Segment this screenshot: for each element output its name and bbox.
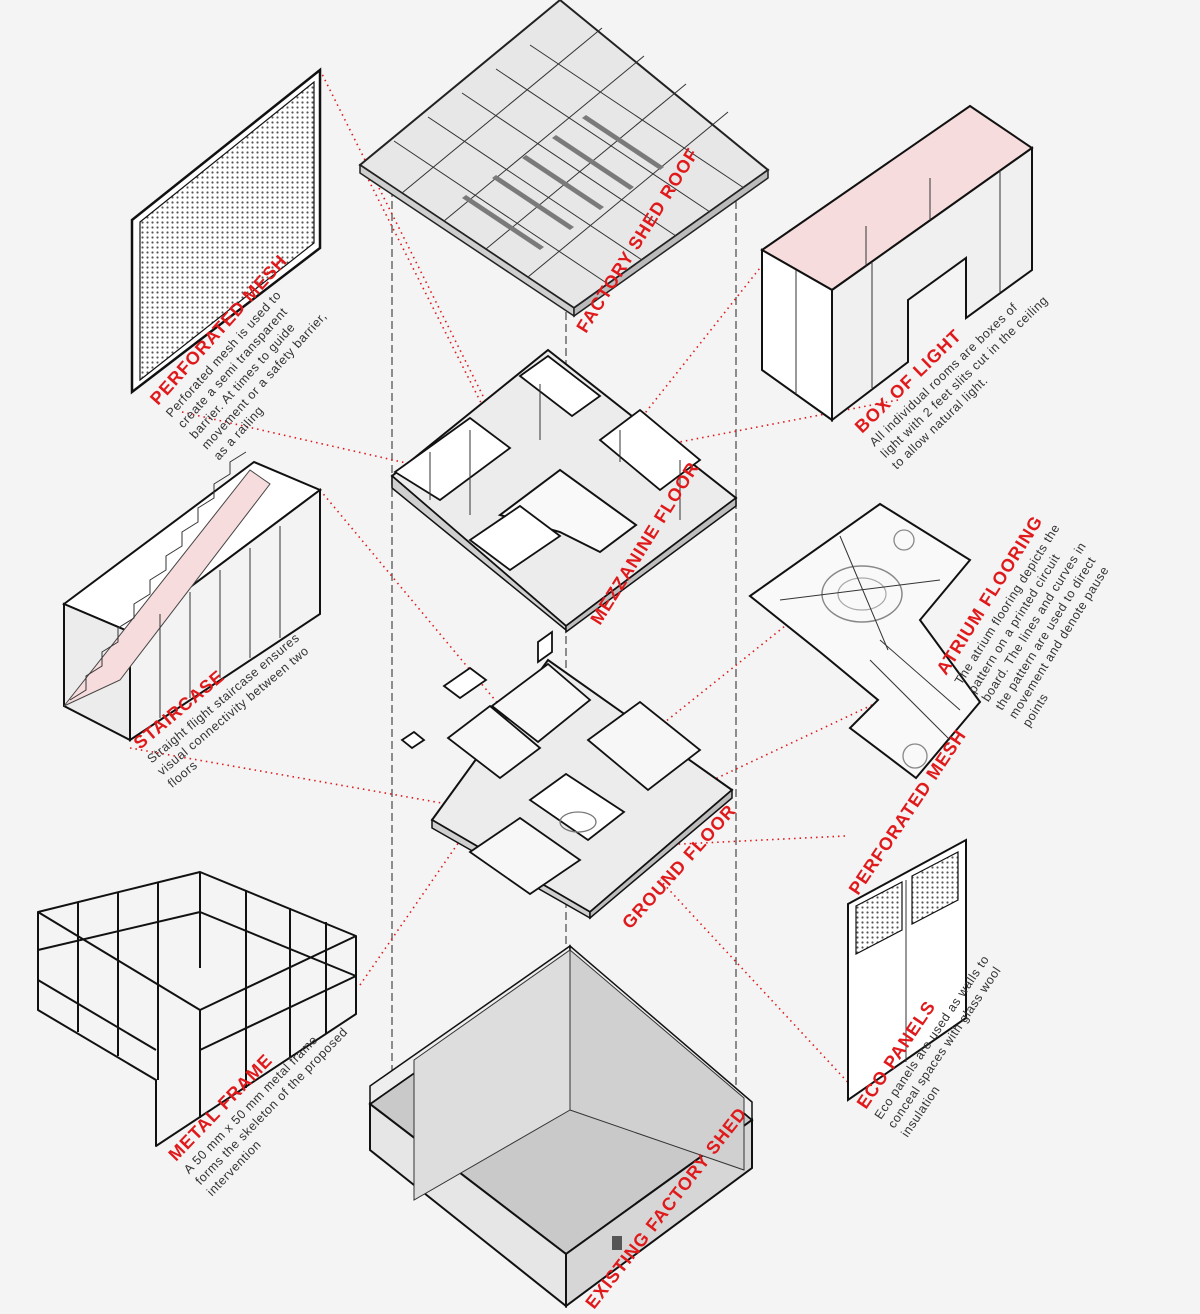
atrium-flooring-drawing bbox=[748, 502, 982, 780]
ground-floor-drawing bbox=[400, 630, 734, 920]
perforated-mesh-panel-drawing bbox=[130, 67, 322, 395]
factory-shed-roof-drawing bbox=[358, 0, 770, 318]
mezzanine-floor-drawing bbox=[390, 348, 738, 634]
box-of-light-drawing bbox=[760, 104, 1034, 423]
eco-panel-drawing bbox=[847, 838, 967, 1102]
metal-frame-drawing bbox=[37, 871, 357, 1147]
callout-metal-frame: METAL FRAME A 50 mm x 50 mm metal frame … bbox=[164, 1025, 350, 1199]
staircase-drawing bbox=[62, 451, 322, 742]
existing-factory-shed-drawing bbox=[368, 944, 754, 1309]
